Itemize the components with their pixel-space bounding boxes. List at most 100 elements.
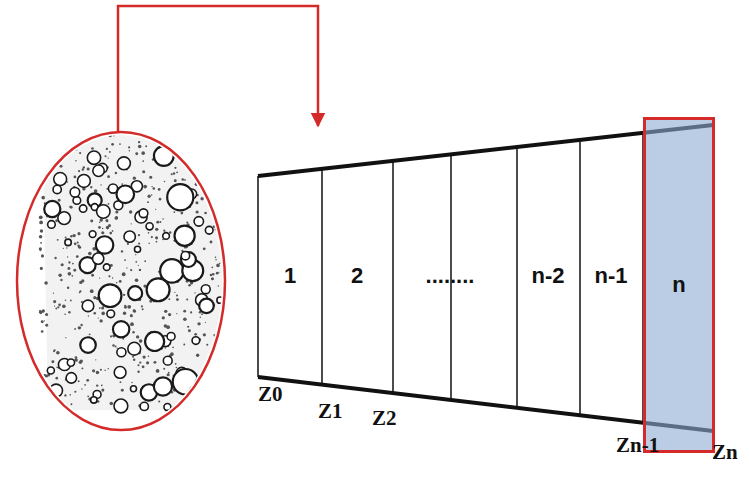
position-label: Z1 [318, 400, 343, 423]
speckle [211, 394, 214, 397]
speckle [143, 124, 146, 127]
speckle [142, 355, 145, 358]
speckle [55, 219, 57, 221]
speckle [91, 113, 94, 116]
speckle [75, 356, 78, 359]
speckle [114, 81, 116, 83]
speckle [40, 229, 43, 232]
speckle [74, 328, 76, 330]
speckle [39, 215, 43, 219]
speckle [129, 91, 132, 94]
speckle [139, 361, 141, 363]
speckle [154, 142, 155, 143]
speckle [114, 68, 117, 71]
speckle [138, 242, 140, 244]
speckle [56, 351, 60, 355]
speckle [153, 187, 156, 190]
speckle [83, 166, 85, 168]
speckle [71, 403, 73, 405]
bubble [82, 300, 94, 312]
speckle [188, 329, 191, 332]
segment-divider [392, 161, 394, 393]
speckle [116, 282, 118, 284]
bubble [96, 236, 113, 253]
speckle [210, 76, 212, 78]
bubble [46, 117, 66, 137]
speckle [61, 263, 64, 266]
speckle [133, 310, 136, 313]
speckle [172, 346, 174, 348]
speckle [39, 310, 41, 312]
speckle [90, 289, 94, 293]
speckle [127, 243, 129, 245]
bubble [99, 284, 122, 307]
speckle [204, 384, 207, 387]
speckle [205, 384, 208, 387]
bubble [191, 143, 200, 152]
speckle [202, 65, 205, 68]
speckle [191, 116, 194, 119]
speckle [53, 349, 55, 351]
speckle [176, 298, 179, 301]
bubble [173, 94, 183, 104]
speckle [114, 120, 116, 122]
speckle [196, 210, 199, 213]
speckle [163, 125, 165, 127]
speckle [120, 381, 122, 383]
speckle [221, 401, 223, 403]
speckle [214, 377, 218, 381]
speckle [174, 292, 175, 293]
speckle [122, 272, 126, 276]
speckle [110, 335, 112, 337]
speckle [201, 104, 203, 106]
speckle [164, 324, 168, 328]
bubble [212, 150, 236, 174]
speckle [148, 242, 150, 244]
speckle [113, 135, 114, 136]
speckle [134, 67, 136, 69]
speckle [69, 394, 71, 396]
speckle [72, 263, 74, 265]
speckle [151, 186, 152, 187]
speckle [58, 274, 61, 277]
speckle [191, 151, 194, 154]
speckle [168, 372, 170, 374]
speckle [133, 120, 135, 122]
bubble [183, 112, 193, 122]
speckle [145, 75, 148, 78]
speckle [204, 212, 207, 215]
bubble [40, 398, 51, 409]
bubble [53, 185, 61, 193]
speckle [173, 211, 175, 213]
speckle [175, 89, 178, 92]
speckle [50, 132, 53, 135]
speckle [213, 179, 216, 182]
bubble [134, 246, 140, 252]
bubble [66, 373, 76, 383]
speckle [76, 255, 79, 258]
speckle [73, 269, 76, 272]
speckle [205, 137, 207, 139]
speckle [223, 94, 227, 98]
speckle [167, 91, 171, 95]
bubble [114, 367, 126, 379]
speckle [141, 151, 145, 155]
bubble [80, 337, 96, 353]
bubble [175, 226, 195, 246]
speckle [93, 312, 96, 315]
speckle [92, 369, 95, 372]
bubble [70, 187, 80, 197]
bubble [163, 233, 170, 240]
speckle [132, 331, 134, 333]
speckle [65, 237, 67, 239]
speckle [136, 335, 139, 338]
speckle [119, 280, 122, 283]
speckle [53, 350, 55, 352]
speckle [88, 121, 91, 124]
speckle [202, 139, 205, 142]
bubble [155, 66, 165, 76]
speckle [216, 205, 218, 207]
speckle [212, 273, 215, 276]
speckle [90, 186, 92, 188]
speckle [121, 113, 125, 117]
